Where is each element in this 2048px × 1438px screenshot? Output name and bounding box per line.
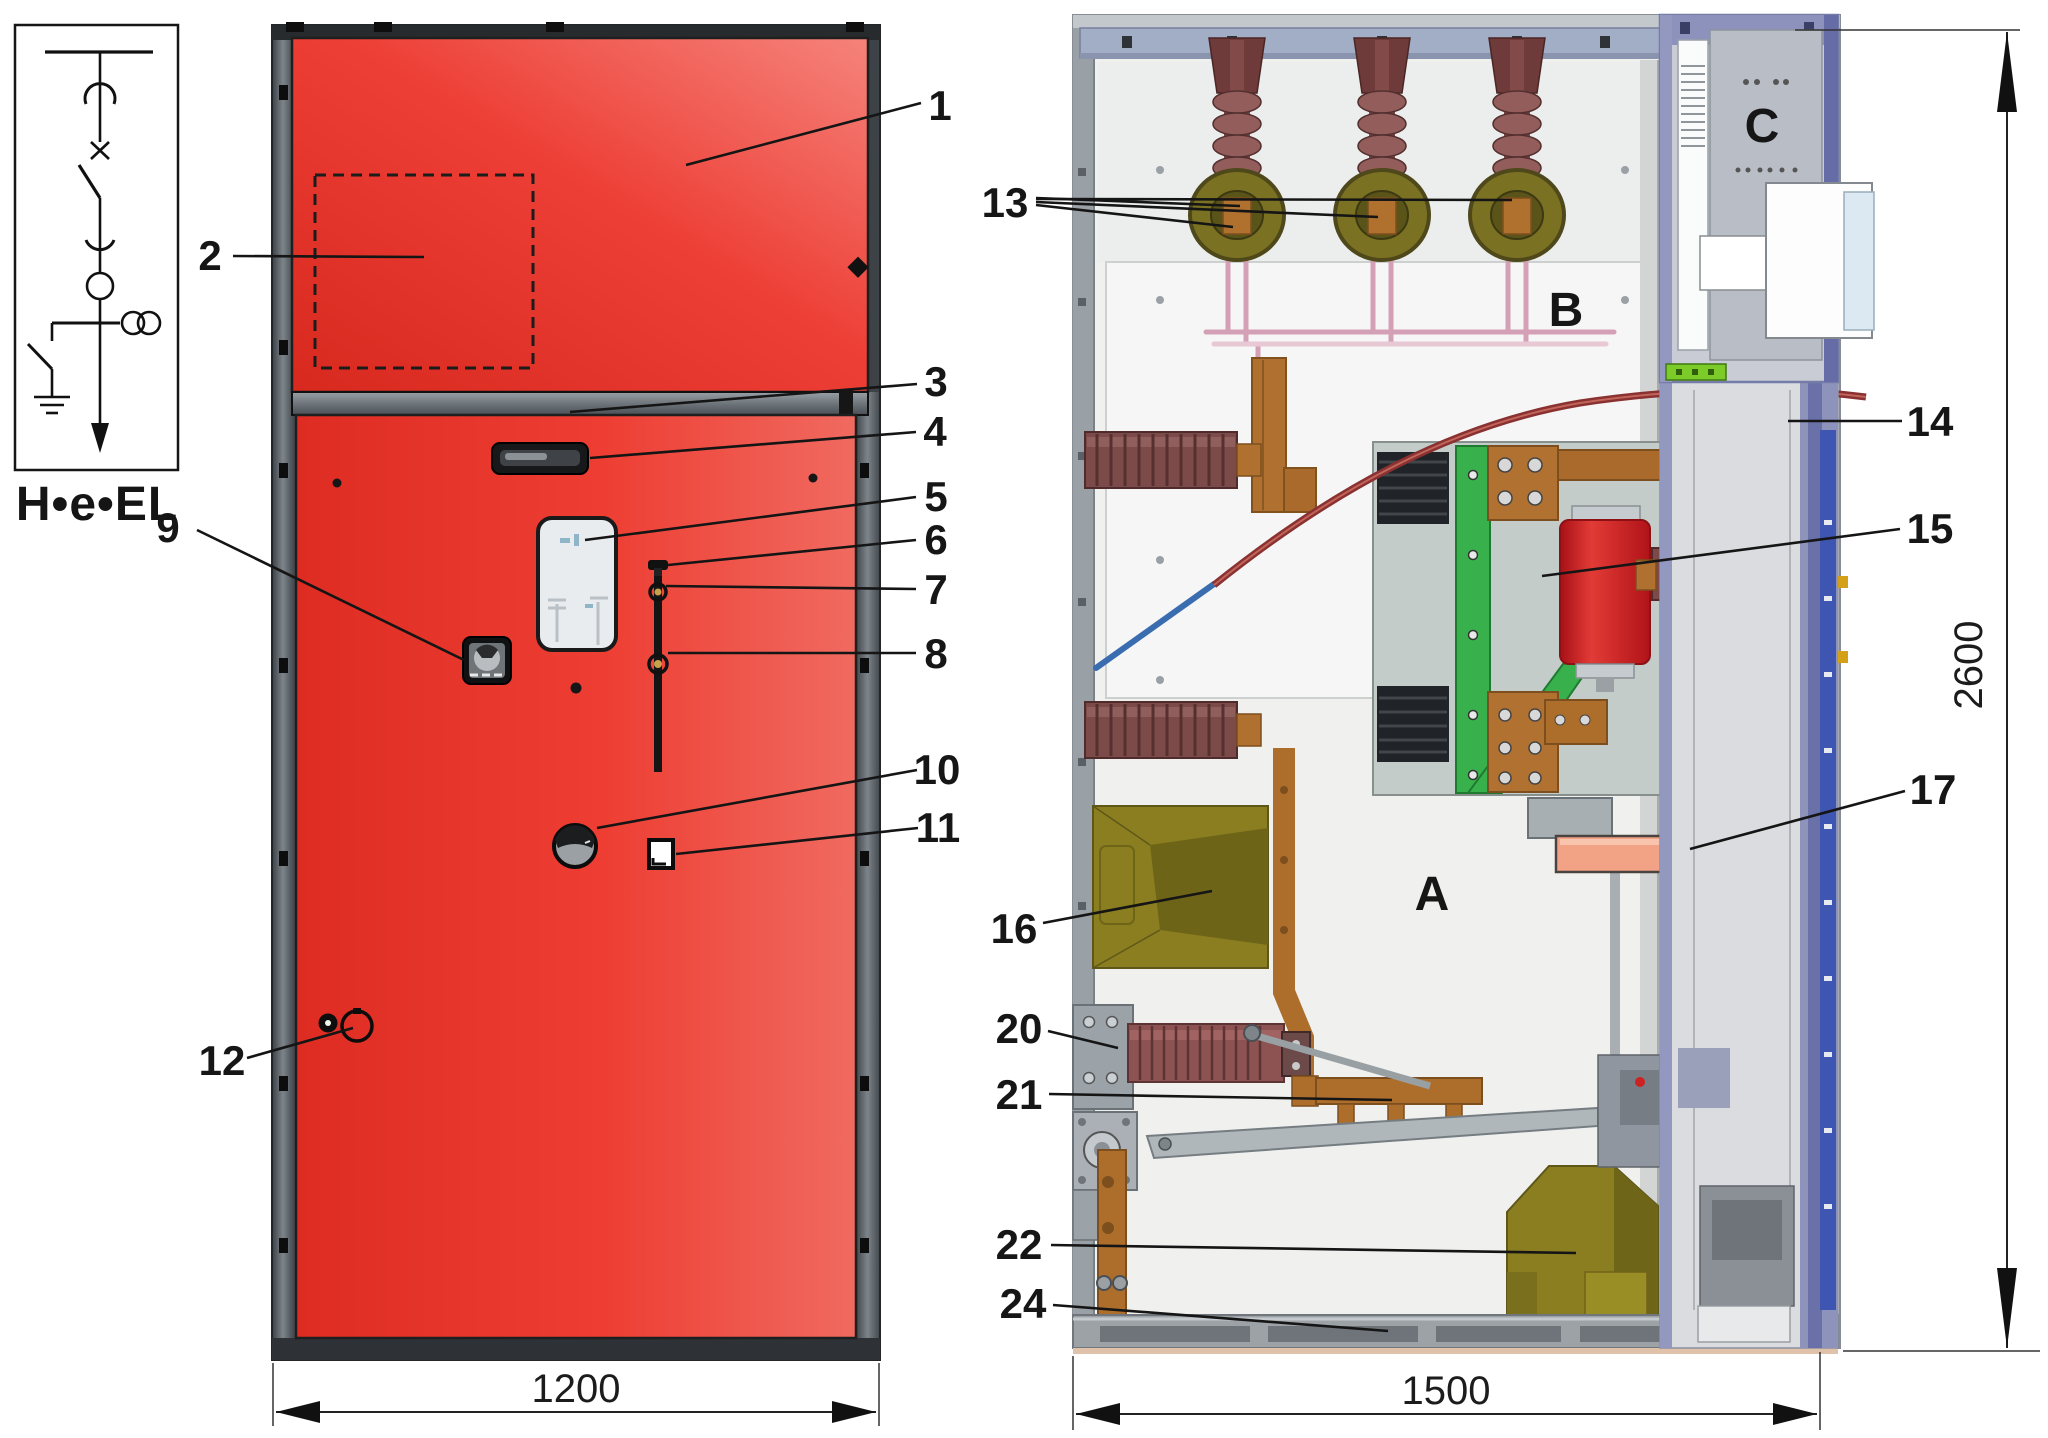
lower-terminal-copper	[1487, 691, 1608, 793]
callout-label-11: 11	[916, 804, 960, 851]
callout-label-4: 4	[923, 408, 947, 455]
dimension-width-1500: 1500	[1072, 1352, 1821, 1430]
busbar-drop	[1251, 357, 1317, 513]
interlock-ring-lower[interactable]	[647, 653, 669, 675]
interlock-rod-assembly	[647, 560, 669, 772]
callout-label-17: 17	[1910, 766, 1957, 813]
callout-label-3: 3	[924, 358, 947, 405]
callout-label-15: 15	[1907, 505, 1954, 552]
callout-label-21: 21	[996, 1071, 1043, 1118]
drive-lever-green	[1455, 445, 1491, 794]
post-insulator-lower	[1377, 686, 1449, 762]
single-line-diagram-border	[13, 23, 180, 472]
door-bolt-right	[808, 473, 818, 483]
indicator-window	[647, 838, 675, 870]
terminal-strip-green	[1665, 363, 1727, 381]
callout-label-9: 9	[156, 504, 179, 551]
current-transformer-box	[1092, 805, 1269, 969]
padlock-knob[interactable]	[552, 823, 598, 869]
callout-label-5: 5	[924, 473, 947, 520]
callout-label-16: 16	[991, 905, 1038, 952]
single-line-diagram	[13, 23, 180, 472]
callout-labels: 1 2 3 4 5 6 7 8 9 10 11 12 13 14 15 16 1…	[156, 82, 1956, 1327]
dimension-width-label: 1200	[532, 1367, 621, 1411]
drawout-contact-lower-symbol	[84, 239, 116, 252]
inspection-window	[536, 516, 618, 652]
earthing-copper-bar	[1096, 1149, 1128, 1323]
sensor-wiring-tubes	[1203, 229, 1617, 365]
callout-label-22: 22	[996, 1221, 1043, 1268]
callout-label-6: 6	[924, 516, 947, 563]
callout-label-20: 20	[996, 1005, 1043, 1052]
shutter-bracket	[1527, 797, 1613, 839]
top-mounting-tabs	[286, 22, 864, 32]
callout-label-24: 24	[1000, 1280, 1047, 1327]
dimension-height-2600: 2600	[1795, 29, 2040, 1352]
current-transformer-symbol	[120, 310, 146, 336]
nameplate-area-dashed	[313, 173, 535, 370]
callout-label-14: 14	[1907, 398, 1954, 445]
dimension-depth-label: 1500	[1402, 1369, 1491, 1413]
upper-door-lock[interactable]	[847, 256, 869, 278]
wall-insulator-lower	[1083, 700, 1263, 760]
disconnector-blade-symbol	[77, 164, 102, 199]
interlock-bolt[interactable]	[648, 560, 668, 570]
front-view: 1200	[271, 22, 881, 1426]
dimension-width-1200: 1200	[272, 1363, 880, 1426]
callout-label-10: 10	[914, 746, 961, 793]
zone-label-c: C	[1745, 100, 1780, 153]
rear-channel-blue	[1820, 430, 1836, 1310]
mechanism-linkage	[1249, 1030, 1431, 1090]
vacuum-interrupter	[1559, 505, 1651, 692]
interlock-ring-upper[interactable]	[648, 582, 668, 602]
zone-label-a: A	[1415, 868, 1450, 921]
operating-shaft-socket[interactable]	[462, 636, 512, 685]
dimension-height-label: 2600	[1947, 621, 1991, 710]
callout-label-8: 8	[924, 630, 947, 677]
earth-symbol	[34, 395, 70, 415]
callout-label-13: 13	[982, 179, 1029, 226]
door-bolt-center	[570, 682, 582, 694]
callout-label-12: 12	[199, 1037, 246, 1084]
drive-box	[1506, 1165, 1659, 1323]
lv-wiring-duct	[1677, 39, 1709, 351]
lv-compartment	[1658, 13, 1875, 384]
zone-label-b: B	[1549, 284, 1584, 337]
operating-rod-blue	[1093, 581, 1217, 671]
door-handle[interactable]	[491, 442, 589, 475]
fuse-link-symbol	[90, 141, 110, 160]
callout-lines	[196, 101, 1906, 1333]
cabinet-base	[272, 1338, 880, 1360]
callout-label-1: 1	[928, 82, 951, 129]
manufacturer-logo: H•e•EL	[16, 478, 178, 531]
drawout-contact-upper-symbol	[83, 82, 117, 105]
callout-label-2: 2	[198, 232, 221, 279]
upper-door[interactable]	[290, 36, 870, 394]
lv-panel-bolts	[1735, 79, 1798, 173]
post-insulator-upper	[1377, 452, 1449, 524]
rear-duct	[1659, 381, 1848, 1349]
door-bolt-left	[332, 478, 342, 488]
door-lock[interactable]	[318, 1008, 374, 1043]
wall-bolts	[1078, 168, 1086, 910]
callout-label-7: 7	[924, 566, 947, 613]
frame-clips	[279, 85, 869, 1253]
left-frame-rail	[273, 40, 293, 1340]
section-view: B C A 1500 2600	[1072, 13, 2040, 1430]
center-rail-latch	[839, 390, 853, 416]
wall-insulator-upper	[1083, 430, 1263, 490]
upper-terminal-copper	[1487, 445, 1671, 521]
feeder-arrow-symbol	[91, 423, 109, 453]
rear-mechanism-block	[1597, 1054, 1661, 1168]
earthing-switch-symbol	[26, 342, 54, 371]
mimic-marks	[560, 534, 593, 608]
